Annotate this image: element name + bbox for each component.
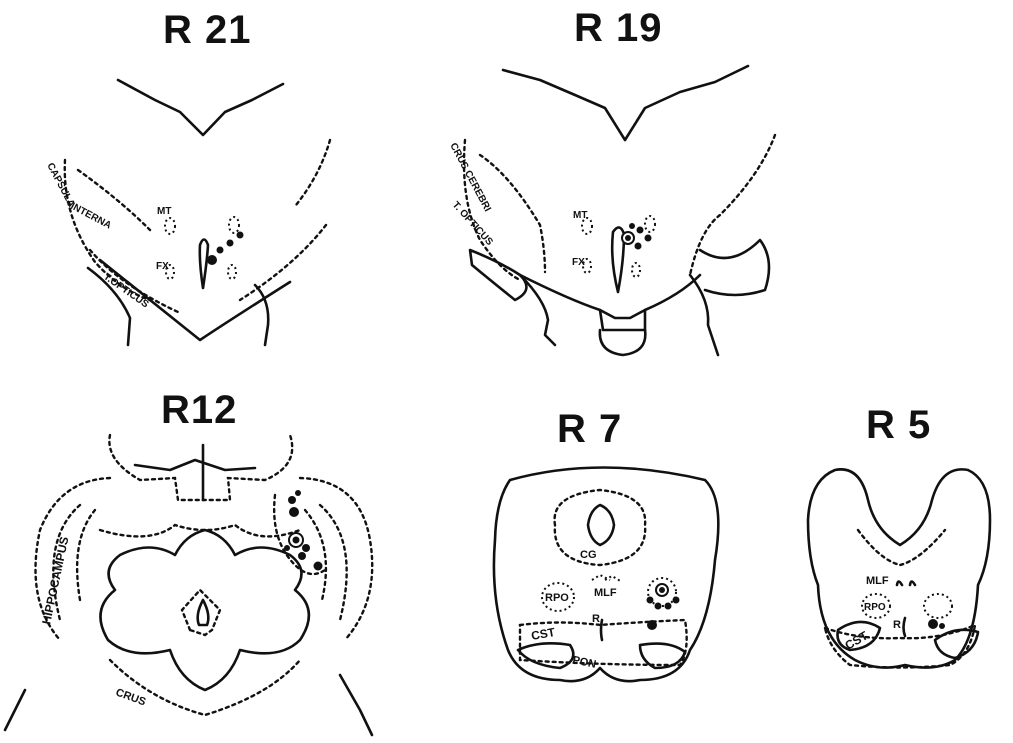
r5-brainstem-outline: [808, 469, 990, 667]
r21-right-capsula: [296, 140, 330, 205]
r19-left-opticus-shape: [470, 250, 526, 300]
r12-right-edge: [340, 675, 372, 735]
r7-lesion-dot: [665, 603, 672, 610]
r7-lesion-dot: [659, 587, 665, 593]
r5-mlf-label: MLF: [866, 575, 889, 587]
r12-lesion-dot: [302, 544, 310, 552]
r7-mlf-outline: [592, 575, 622, 582]
r12-tectum-outline: [135, 460, 255, 470]
r7-aqueduct: [588, 505, 614, 545]
r7-cst-left: [518, 643, 573, 668]
r12-inner-tectum-dash: [109, 435, 292, 500]
r12-lesion-dot: [295, 490, 301, 496]
r21-mt-outline: [165, 218, 175, 234]
r7-lesion-dot: [673, 597, 680, 604]
r5-lesion-dot: [928, 619, 938, 629]
r21-right-fx-outline: [228, 265, 236, 279]
section-r5: MLF RPO R CST: [808, 469, 990, 667]
r19-fx-label: FX: [572, 257, 585, 268]
r7-cg-outline: [555, 490, 646, 565]
section-r7: CG RPO MLF R CST PON: [494, 468, 718, 682]
section-r12: HIPPOCAMPUS CRUS: [5, 435, 372, 735]
r5-r-label: R: [893, 619, 901, 631]
r7-rpo-label: RPO: [545, 592, 569, 604]
r12-lesion-dot: [314, 562, 323, 571]
r12-left-hippocampus-2: [77, 510, 95, 600]
r21-fx-label: FX: [156, 261, 169, 272]
r5-raphe-line: [904, 618, 906, 636]
r19-lesion-dot: [645, 235, 652, 242]
r12-lesion-dot: [293, 537, 300, 544]
r12-left-edge: [5, 690, 25, 730]
r21-interna-label: INTERNA: [69, 201, 113, 232]
section-r21: CAPSULA INTERNA MT FX T.OPTICUS: [44, 80, 330, 345]
r7-lesion-dot: [655, 603, 662, 610]
r7-cst-label: CST: [530, 625, 557, 643]
r12-aqueduct-dash: [182, 590, 220, 635]
r21-right-opticus: [240, 225, 326, 300]
r12-lesion-dot: [289, 507, 299, 517]
r7-mlf-label: MLF: [594, 587, 617, 599]
r12-lesion-dot: [298, 552, 306, 560]
r21-lesion-dot: [207, 255, 217, 265]
section-r19: CRUS CEREBRI T. OPTICUS MT FX: [447, 66, 775, 355]
r19-ventricle-outline: [503, 66, 748, 140]
r19-lesion-dot: [637, 227, 644, 234]
r5-cst-right: [935, 630, 978, 658]
r21-third-ventricle: [200, 240, 208, 289]
r19-right-lobe-outline: [690, 275, 718, 355]
r21-capsula-label: CAPSULA: [44, 161, 76, 209]
r7-r-label: R: [592, 613, 600, 625]
r5-rpo-label: RPO: [864, 602, 886, 613]
r21-lesion-dot: [227, 240, 234, 247]
r19-lesion-dot: [625, 235, 631, 241]
r21-right-lobe-outline: [255, 285, 268, 345]
r5-right-rpo-outline: [924, 594, 952, 618]
r19-pituitary: [600, 330, 645, 355]
r7-raphe-line: [601, 620, 602, 640]
r19-right-fx-outline: [632, 263, 640, 277]
r12-lesion-dot: [288, 496, 296, 504]
r7-lesion-dot: [647, 597, 654, 604]
r12-right-outer-dash: [300, 478, 372, 640]
r7-brainstem-outline: [494, 468, 718, 682]
r21-ventricle-outline: [118, 80, 283, 135]
r12-right-hippocampus-1: [320, 505, 347, 620]
r19-mt-label: MT: [573, 210, 587, 221]
r12-lesion-dot: [284, 545, 290, 551]
r7-cg-label: CG: [580, 549, 597, 561]
r19-right-mt-outline: [645, 216, 655, 232]
r12-right-hippocampus-2: [305, 510, 326, 600]
r19-lesion-dot: [635, 243, 642, 250]
r21-opticus-label: T.OPTICUS: [101, 271, 150, 310]
r7-lesion-dot: [647, 620, 657, 630]
r12-hippocampus-label: HIPPOCAMPUS: [39, 535, 71, 625]
r7-pon-label: PON: [571, 654, 597, 671]
r21-lesion-dot: [237, 232, 244, 239]
r21-mt-label: MT: [157, 206, 171, 217]
r5-lesion-dot: [939, 623, 945, 629]
r12-crus-label: CRUS: [114, 687, 147, 709]
r19-right-crus: [690, 135, 775, 275]
r12-aqueduct: [198, 600, 209, 625]
r5-mlf-outline: [897, 582, 915, 586]
r12-pons-outline: [100, 530, 308, 690]
r5-floor-dash: [858, 530, 945, 565]
r19-lesion-dot: [629, 223, 635, 229]
r19-right-opticus-shape: [700, 240, 769, 295]
r21-lesion-dot: [217, 247, 224, 254]
r12-crus-dash: [110, 660, 300, 715]
r21-right-mt-outline: [229, 217, 239, 233]
